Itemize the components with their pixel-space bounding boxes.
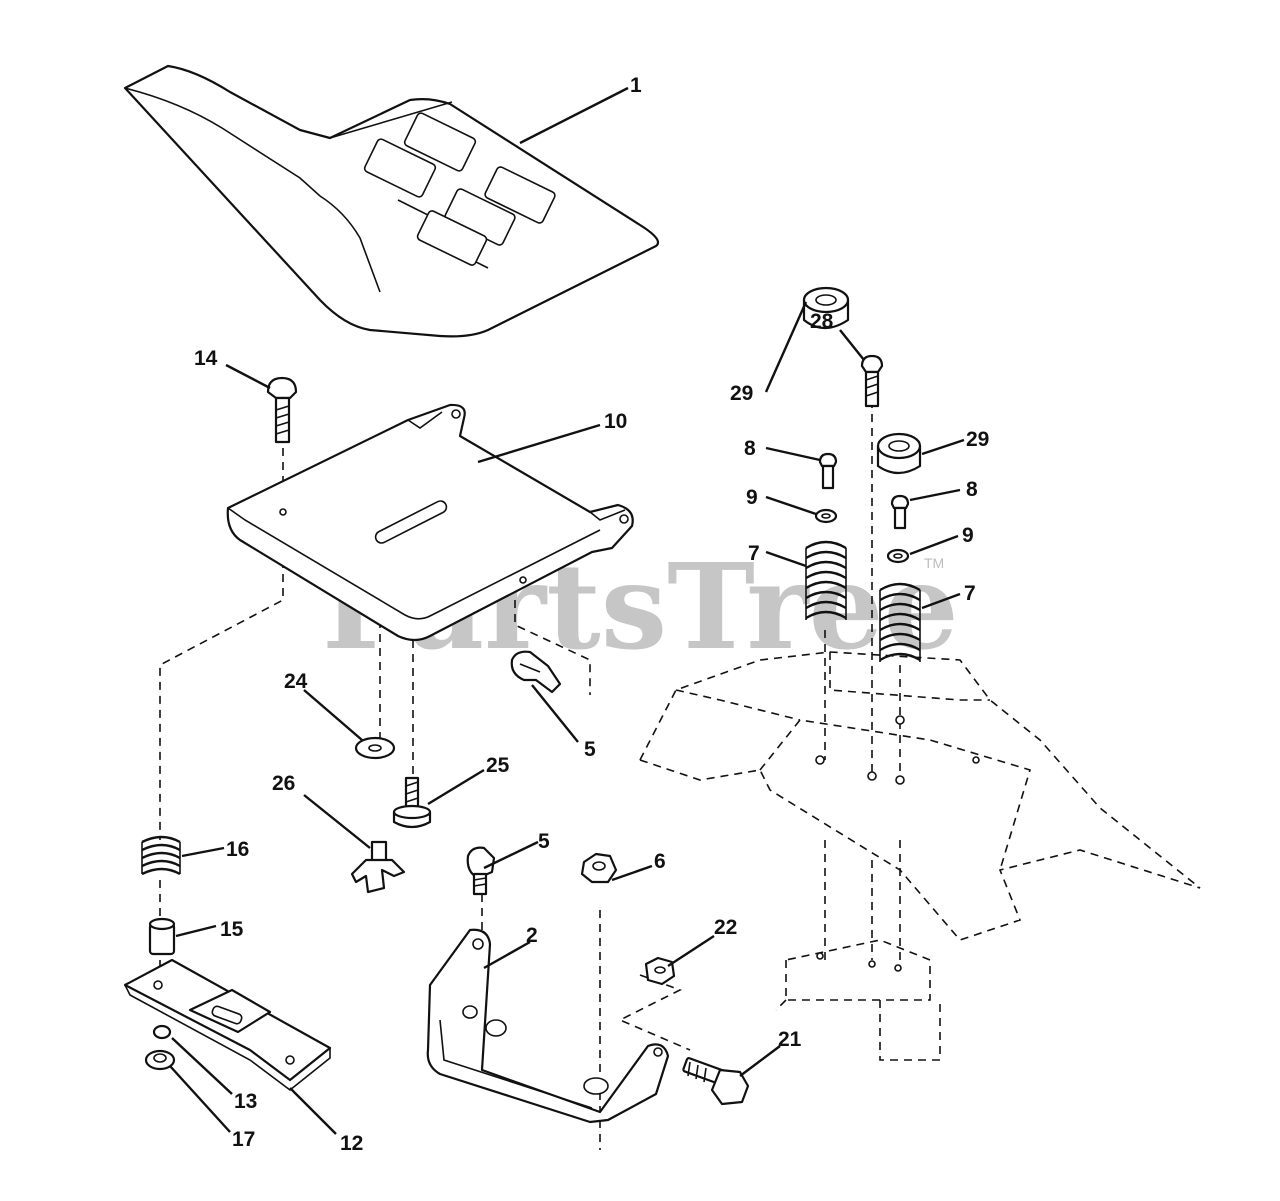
callout-22: 22 — [714, 916, 737, 939]
callout-8-left: 8 — [744, 437, 756, 460]
leader-lines — [169, 86, 965, 1135]
spring-16 — [141, 835, 181, 876]
callout-25: 25 — [486, 754, 510, 777]
callout-26: 26 — [272, 772, 295, 795]
tractor-frame — [639, 651, 1201, 1061]
washer-9-right — [886, 548, 910, 564]
callout-6: 6 — [654, 850, 666, 873]
spacer-29-right — [876, 432, 922, 475]
spring-7-left — [805, 540, 847, 620]
callout-29-left: 29 — [730, 382, 753, 405]
spacer-29-left — [802, 286, 850, 330]
watermark-trademark: TM — [924, 555, 944, 571]
callout-16: 16 — [226, 838, 249, 861]
callout-14: 14 — [194, 347, 218, 370]
knob-26 — [350, 840, 406, 894]
callout-29-right: 29 — [966, 428, 989, 451]
spacer-15 — [148, 917, 176, 956]
shoulder-bolt-21 — [682, 1057, 750, 1106]
seat — [123, 64, 660, 338]
callout-5-lower: 5 — [538, 830, 550, 853]
nut-22 — [644, 956, 676, 986]
nut-17 — [144, 1049, 176, 1071]
hex-nut-6 — [580, 852, 618, 884]
callout-8-right: 8 — [966, 478, 978, 501]
shoulder-bolt-25 — [392, 776, 432, 829]
seat-pan — [226, 403, 634, 642]
carriage-bolt-14 — [266, 376, 298, 444]
callout-7-left: 7 — [748, 542, 760, 565]
bolt-28 — [860, 354, 884, 408]
bracket-plate-12 — [123, 958, 332, 1092]
callout-12: 12 — [340, 1132, 363, 1155]
bolt-8-left — [818, 452, 838, 490]
callout-7-right: 7 — [964, 582, 976, 605]
callout-15: 15 — [220, 918, 244, 941]
callout-17: 17 — [232, 1128, 255, 1151]
callout-9-left: 9 — [746, 486, 758, 509]
callout-1: 1 — [630, 74, 642, 97]
spring-7-right — [879, 582, 921, 662]
bolt-8-right — [890, 494, 910, 530]
mounting-bracket-2 — [426, 928, 670, 1124]
callout-10: 10 — [604, 410, 627, 433]
washer-24 — [354, 736, 396, 760]
washer-13 — [152, 1024, 172, 1040]
callout-5-upper: 5 — [584, 738, 596, 761]
clip-5-lower — [466, 846, 496, 896]
callout-9-right: 9 — [962, 524, 974, 547]
callout-21: 21 — [778, 1028, 802, 1051]
callout-13: 13 — [234, 1090, 257, 1113]
callout-24: 24 — [284, 670, 308, 693]
clip-5-upper — [510, 650, 562, 694]
callout-28: 28 — [810, 310, 834, 333]
callout-2: 2 — [526, 924, 538, 947]
washer-9-left — [814, 508, 838, 524]
callout-labels: 1 2 5 5 6 7 7 8 8 9 9 10 12 13 14 15 16 … — [194, 74, 989, 1155]
